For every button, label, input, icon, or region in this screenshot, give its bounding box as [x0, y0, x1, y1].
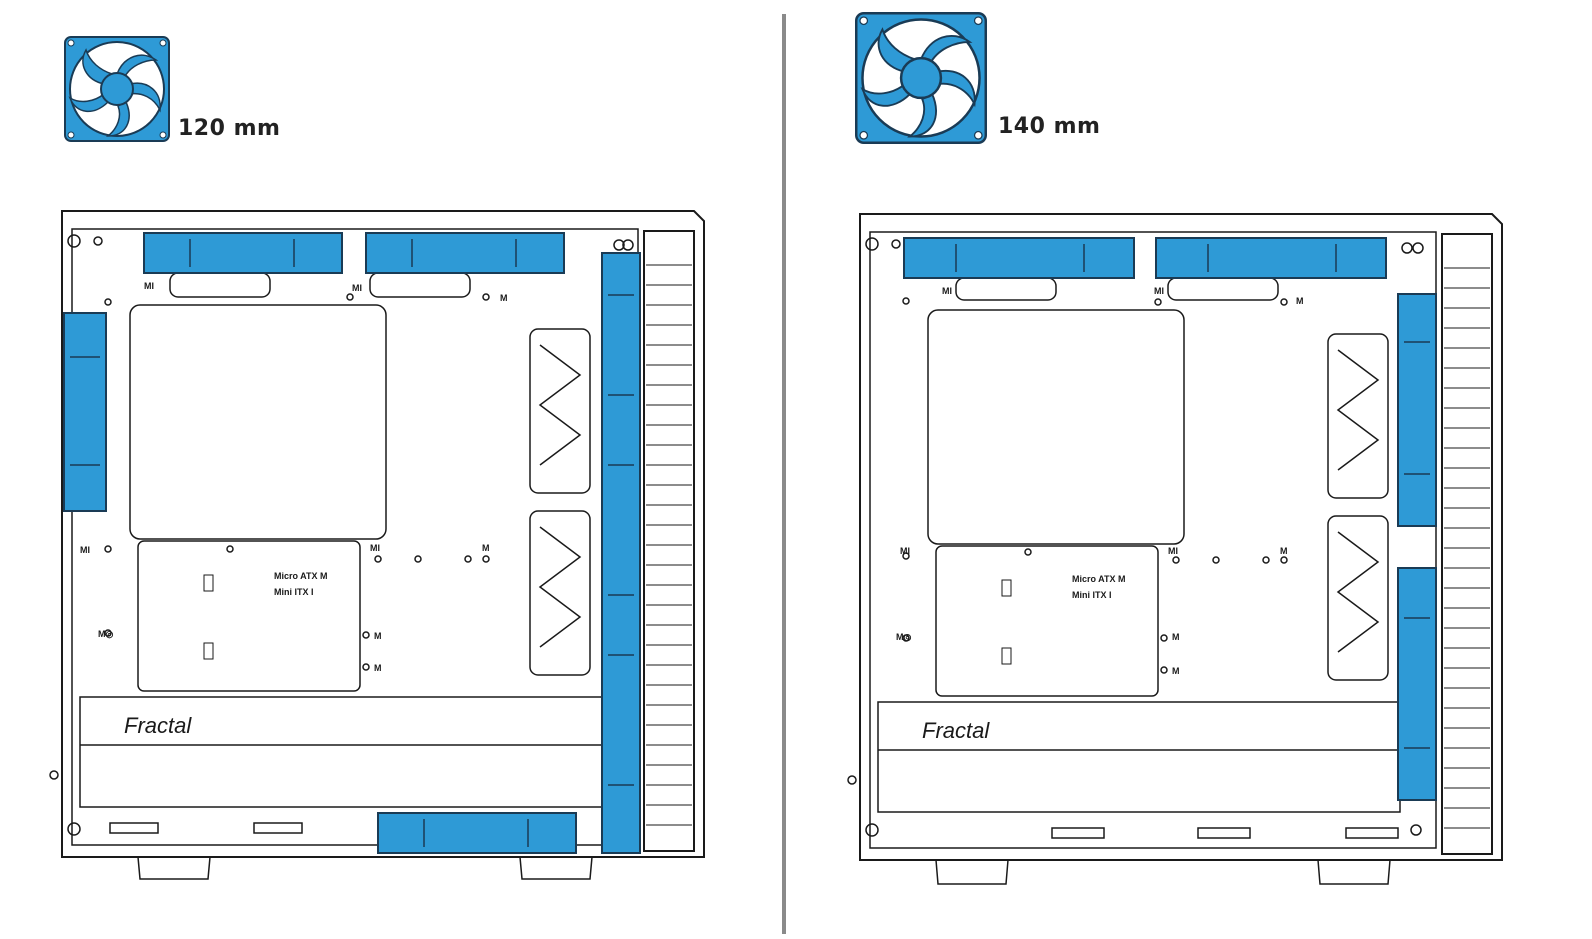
mount-mark: M	[500, 293, 508, 303]
mount-mark: MI	[900, 546, 910, 556]
mount-mark: M	[1296, 296, 1304, 306]
mount-mark: M	[1172, 666, 1180, 676]
mount-mark: MI	[1168, 546, 1178, 556]
board-label-line1: Micro ATX M	[1072, 574, 1126, 584]
case-diagram-140: Fractal Micro ATX M Mini ITX I MI MI M M…	[847, 213, 1503, 885]
mount-mark: MI	[370, 543, 380, 553]
fan-icon-120	[64, 36, 170, 142]
fan-icon-140	[855, 12, 987, 144]
mount-mark: MI	[942, 286, 952, 296]
case-diagram-120: Fractal Micro ATX M Mini ITX I MI MI M M…	[49, 210, 705, 880]
mount-mark: M	[482, 543, 490, 553]
mount-mark: M◎	[896, 632, 911, 642]
fan-size-label-120: 120 mm	[178, 116, 281, 141]
mount-mark: M	[374, 631, 382, 641]
board-label-line2: Mini ITX I	[274, 587, 314, 597]
brand-logo-text: Fractal	[922, 718, 990, 743]
panel-divider	[782, 14, 786, 934]
mount-mark: M	[1280, 546, 1288, 556]
mount-mark: MI	[80, 545, 90, 555]
board-label-line1: Micro ATX M	[274, 571, 328, 581]
mount-mark: M	[374, 663, 382, 673]
mount-mark: MI	[1154, 286, 1164, 296]
fan-size-label-140: 140 mm	[998, 114, 1101, 139]
mount-mark: MI	[144, 281, 154, 291]
brand-logo-text: Fractal	[124, 713, 192, 738]
mount-mark: M◎	[98, 629, 113, 639]
mount-mark: M	[1172, 632, 1180, 642]
mount-mark: MI	[352, 283, 362, 293]
board-label-line2: Mini ITX I	[1072, 590, 1112, 600]
